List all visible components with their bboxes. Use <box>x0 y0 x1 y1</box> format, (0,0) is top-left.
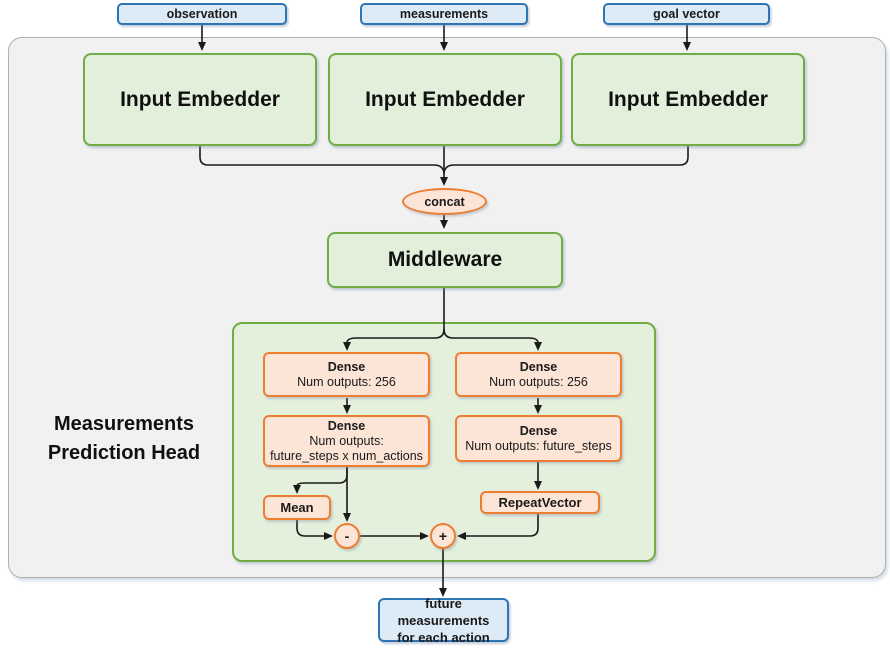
input-label-observation: observation <box>166 7 238 21</box>
plus-label: + <box>438 528 448 544</box>
plus-operator: + <box>430 523 456 549</box>
prediction-head-title-line1: Measurements <box>53 413 195 435</box>
output-label-line2: for each action <box>397 629 490 645</box>
middleware-label: Middleware <box>387 248 503 271</box>
repeat-vector-label: RepeatVector <box>498 495 582 510</box>
dense-left-1: Dense Num outputs: 256 <box>263 352 430 397</box>
middleware-box: Middleware <box>327 232 563 288</box>
input-embedder-1-label: Input Embedder <box>120 87 280 111</box>
dense-left-2: Dense Num outputs: future_steps x num_ac… <box>263 415 430 467</box>
dense-left-1-name: Dense <box>327 359 366 374</box>
output-label-line1: future measurements <box>397 595 490 628</box>
minus-operator: - <box>334 523 360 549</box>
dense-left-1-detail: Num outputs: 256 <box>297 374 396 389</box>
input-label-measurements: measurements <box>399 7 489 21</box>
dense-left-2-detail-line2: future_steps x num_actions <box>270 448 423 463</box>
prediction-head-title: Measurements Prediction Head <box>18 410 230 468</box>
concat-label: concat <box>424 194 465 209</box>
concat-node: concat <box>402 188 487 215</box>
dense-right-1-name: Dense <box>519 359 558 374</box>
dense-right-2: Dense Num outputs: future_steps <box>455 415 622 462</box>
input-embedder-1: Input Embedder <box>83 53 317 146</box>
output-box: future measurements for each action <box>378 595 509 645</box>
minus-label: - <box>344 528 350 544</box>
dense-left-2-name: Dense <box>327 418 366 433</box>
input-box-goal-vector: goal vector <box>603 3 770 25</box>
mean-box: Mean <box>263 495 331 520</box>
input-embedder-3-label: Input Embedder <box>608 87 768 111</box>
input-embedder-2: Input Embedder <box>328 53 562 146</box>
dense-right-2-name: Dense <box>519 423 558 438</box>
mean-label: Mean <box>280 500 314 515</box>
input-box-observation: observation <box>117 3 287 25</box>
dense-left-2-detail-line1: Num outputs: <box>309 433 384 448</box>
input-label-goal-vector: goal vector <box>653 7 720 21</box>
repeat-vector-box: RepeatVector <box>480 491 600 514</box>
prediction-head-title-line2: Prediction Head <box>47 442 201 464</box>
input-embedder-3: Input Embedder <box>571 53 805 146</box>
dense-right-1-detail: Num outputs: 256 <box>489 374 588 389</box>
dense-right-2-detail: Num outputs: future_steps <box>465 438 612 453</box>
input-embedder-2-label: Input Embedder <box>365 87 525 111</box>
dense-right-1: Dense Num outputs: 256 <box>455 352 622 397</box>
input-box-measurements: measurements <box>360 3 528 25</box>
